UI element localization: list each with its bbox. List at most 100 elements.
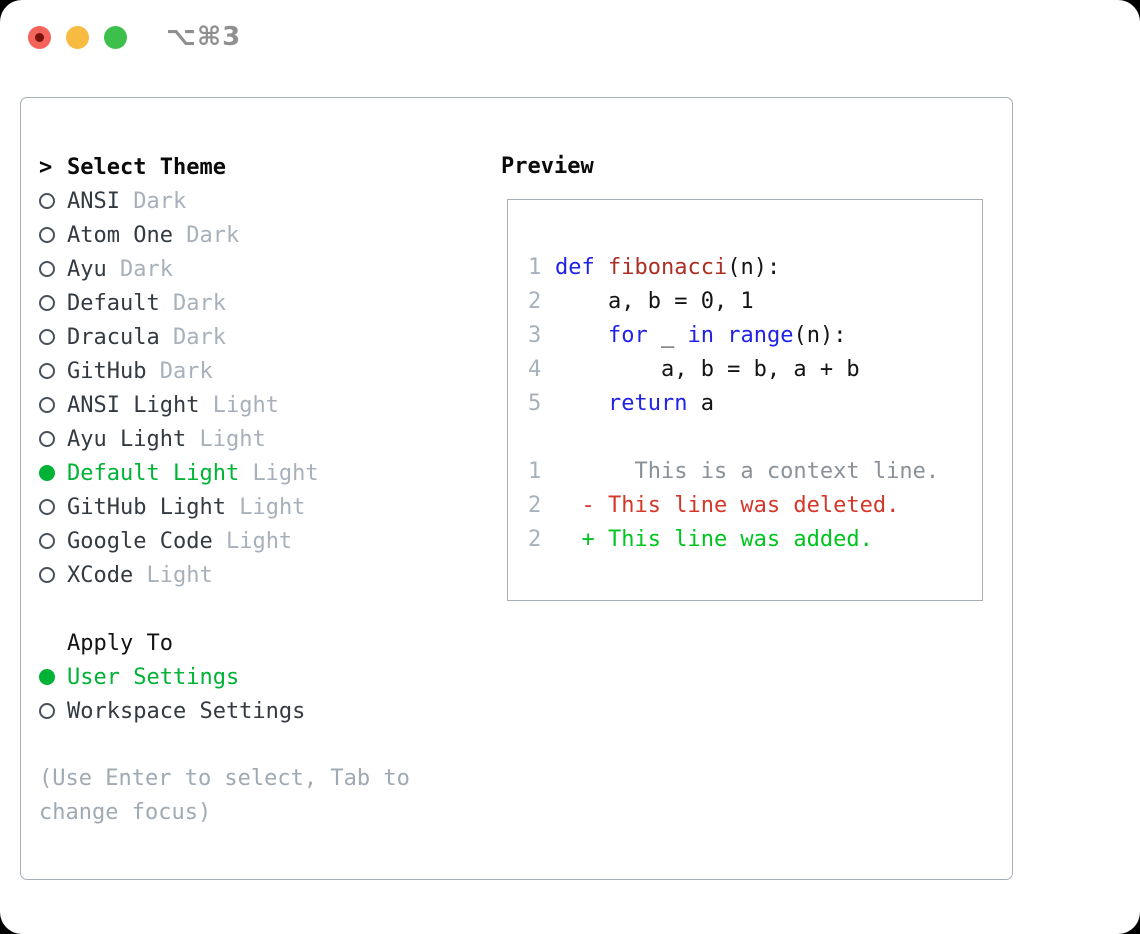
- diff-deleted-text: - This line was deleted.: [555, 492, 900, 518]
- theme-option-default-dark[interactable]: Default Dark: [39, 286, 459, 320]
- radio-selected-icon: [39, 669, 55, 685]
- code-token: [555, 323, 608, 348]
- line-number: 1: [528, 254, 542, 280]
- radio-unselected-icon: [39, 397, 55, 413]
- theme-name: Google Code: [67, 528, 213, 554]
- code-preview: 1 def fibonacci(n): 2 a, b = 0, 1 3 for …: [528, 250, 939, 556]
- theme-variant: Light: [199, 426, 266, 452]
- radio-unselected-icon: [39, 193, 55, 209]
- apply-option-label: Workspace Settings: [67, 698, 306, 724]
- diff-added-line: 2 + This line was added.: [528, 522, 939, 556]
- apply-to-header: Apply To: [39, 626, 459, 660]
- preview-title: Preview: [501, 154, 594, 179]
- line-number: 2: [528, 492, 542, 518]
- theme-name: XCode: [67, 562, 134, 588]
- apply-to-label: Apply To: [67, 630, 173, 656]
- theme-variant: Light: [212, 392, 279, 418]
- code-token: [714, 323, 727, 348]
- theme-name: Atom One: [67, 222, 173, 248]
- theme-selector: > Select Theme ANSI Dark Atom One Dark A…: [39, 150, 459, 830]
- theme-option-default-light[interactable]: Default Light Light: [39, 456, 459, 490]
- window-titlebar: ⌥⌘3: [0, 0, 1140, 75]
- theme-option-github-light[interactable]: GitHub Light Light: [39, 490, 459, 524]
- theme-name: Dracula: [67, 324, 160, 350]
- theme-name: Ayu: [67, 256, 107, 282]
- theme-variant: Dark: [186, 222, 240, 248]
- theme-option-atom-one-dark[interactable]: Atom One Dark: [39, 218, 459, 252]
- theme-name: ANSI Light: [67, 392, 200, 418]
- code-token-keyword: def: [555, 254, 608, 280]
- radio-unselected-icon: [39, 363, 55, 379]
- theme-option-xcode[interactable]: XCode Light: [39, 558, 459, 592]
- line-number: 3: [528, 322, 542, 348]
- radio-unselected-icon: [39, 295, 55, 311]
- theme-variant: Light: [146, 562, 213, 588]
- theme-option-ayu-dark[interactable]: Ayu Dark: [39, 252, 459, 286]
- theme-name: Default Light: [67, 460, 240, 486]
- radio-unselected-icon: [39, 567, 55, 583]
- radio-unselected-icon: [39, 227, 55, 243]
- tab-title: ⌥⌘3: [166, 22, 242, 52]
- spacer: [39, 728, 459, 762]
- code-token-keyword: in: [687, 322, 714, 348]
- theme-option-google-code[interactable]: Google Code Light: [39, 524, 459, 558]
- code-token-keyword: for: [607, 322, 648, 348]
- code-token-keyword: return: [607, 390, 688, 416]
- select-theme-header: > Select Theme: [39, 150, 459, 184]
- apply-option-workspace-settings[interactable]: Workspace Settings: [39, 694, 459, 728]
- diff-context-line: 1 This is a context line.: [528, 454, 939, 488]
- code-token: a: [687, 390, 714, 416]
- theme-variant: Dark: [120, 256, 173, 282]
- theme-option-github-dark[interactable]: GitHub Dark: [39, 354, 459, 388]
- blank-line: [528, 420, 939, 454]
- preview-box: 1 def fibonacci(n): 2 a, b = 0, 1 3 for …: [507, 199, 983, 601]
- focus-prompt-icon: >: [39, 154, 53, 180]
- theme-option-ayu-light[interactable]: Ayu Light Light: [39, 422, 459, 456]
- zoom-button[interactable]: [104, 26, 127, 49]
- radio-unselected-icon: [39, 533, 55, 549]
- select-theme-title: Select Theme: [67, 154, 226, 180]
- minimize-button[interactable]: [66, 26, 89, 49]
- line-number: 1: [528, 458, 542, 484]
- spacer: [39, 592, 459, 626]
- theme-name: Ayu Light: [67, 426, 187, 452]
- theme-name: ANSI: [67, 188, 120, 214]
- theme-variant: Light: [239, 494, 306, 520]
- diff-deleted-line: 2 - This line was deleted.: [528, 488, 939, 522]
- theme-name: GitHub: [67, 358, 147, 384]
- code-line: 5 return a: [528, 386, 939, 420]
- theme-variant: Light: [225, 528, 293, 554]
- theme-variant: Dark: [133, 188, 187, 214]
- theme-name: GitHub Light: [67, 494, 226, 520]
- radio-unselected-icon: [39, 431, 55, 447]
- apply-option-label: User Settings: [67, 664, 240, 690]
- radio-unselected-icon: [39, 261, 55, 277]
- code-token: a, b = 0, 1: [555, 288, 754, 314]
- theme-option-ansi-light[interactable]: ANSI Light Light: [39, 388, 459, 422]
- code-token-function: fibonacci: [607, 254, 728, 280]
- radio-unselected-icon: [39, 329, 55, 345]
- theme-option-dracula-dark[interactable]: Dracula Dark: [39, 320, 459, 354]
- radio-unselected-icon: [39, 499, 55, 515]
- theme-variant: Light: [252, 460, 319, 486]
- diff-added-text: + This line was added.: [555, 526, 873, 552]
- line-number: 4: [528, 356, 542, 382]
- theme-option-ansi-dark[interactable]: ANSI Dark: [39, 184, 459, 218]
- apply-option-user-settings[interactable]: User Settings: [39, 660, 459, 694]
- code-line: 4 a, b = b, a + b: [528, 352, 939, 386]
- code-token: _: [647, 322, 688, 348]
- line-number: 5: [528, 390, 542, 416]
- line-number: 2: [528, 288, 542, 314]
- close-button[interactable]: [28, 26, 51, 49]
- code-line: 3 for _ in range(n):: [528, 318, 939, 352]
- radio-unselected-icon: [39, 703, 55, 719]
- theme-variant: Dark: [172, 324, 226, 350]
- code-token: (n):: [727, 254, 781, 280]
- radio-selected-icon: [39, 465, 55, 481]
- theme-name: Default: [67, 290, 160, 316]
- code-token-keyword: range: [727, 322, 794, 348]
- diff-context-text: This is a context line.: [555, 458, 940, 484]
- close-button-dot-icon: [35, 33, 44, 42]
- main-panel: > Select Theme ANSI Dark Atom One Dark A…: [20, 97, 1013, 880]
